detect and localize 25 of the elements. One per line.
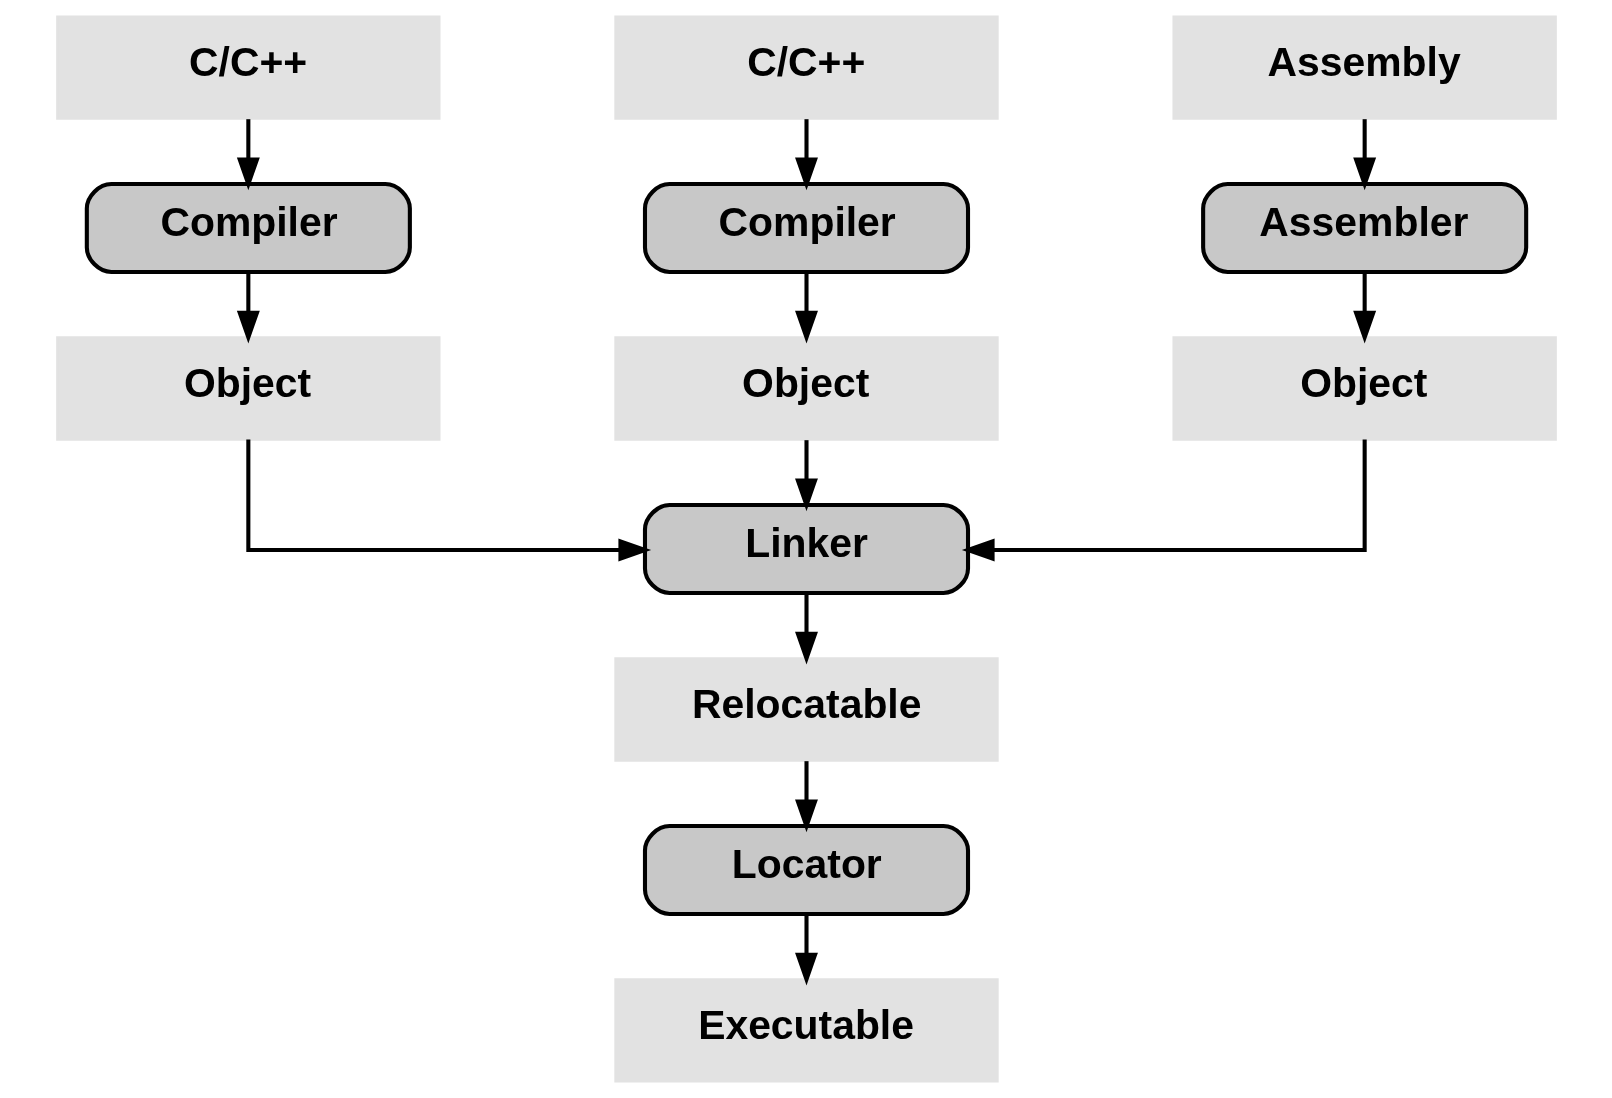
arrow <box>961 439 1367 562</box>
node-box: Object <box>1171 336 1557 441</box>
arrow <box>236 272 260 344</box>
node-box: C/C++ <box>55 15 441 120</box>
node-box: Compiler <box>84 182 412 274</box>
arrow <box>236 119 260 191</box>
node-box: Compiler <box>642 182 970 274</box>
arrow <box>1352 272 1376 344</box>
arrow <box>1352 119 1376 191</box>
node-box: Executable <box>613 978 999 1083</box>
node-box: Locator <box>642 824 970 916</box>
arrow <box>794 593 818 665</box>
arrow <box>794 440 818 512</box>
arrow <box>245 439 651 562</box>
arrow <box>794 761 818 833</box>
node-box: Object <box>55 336 441 441</box>
node-box: Linker <box>642 503 970 595</box>
node-box: Relocatable <box>613 657 999 762</box>
node-box: Assembly <box>1171 15 1557 120</box>
node-box: Object <box>613 336 999 441</box>
node-box: Assembler <box>1200 182 1528 274</box>
arrow <box>794 914 818 986</box>
arrow <box>794 272 818 344</box>
node-box: C/C++ <box>613 15 999 120</box>
arrow <box>794 119 818 191</box>
